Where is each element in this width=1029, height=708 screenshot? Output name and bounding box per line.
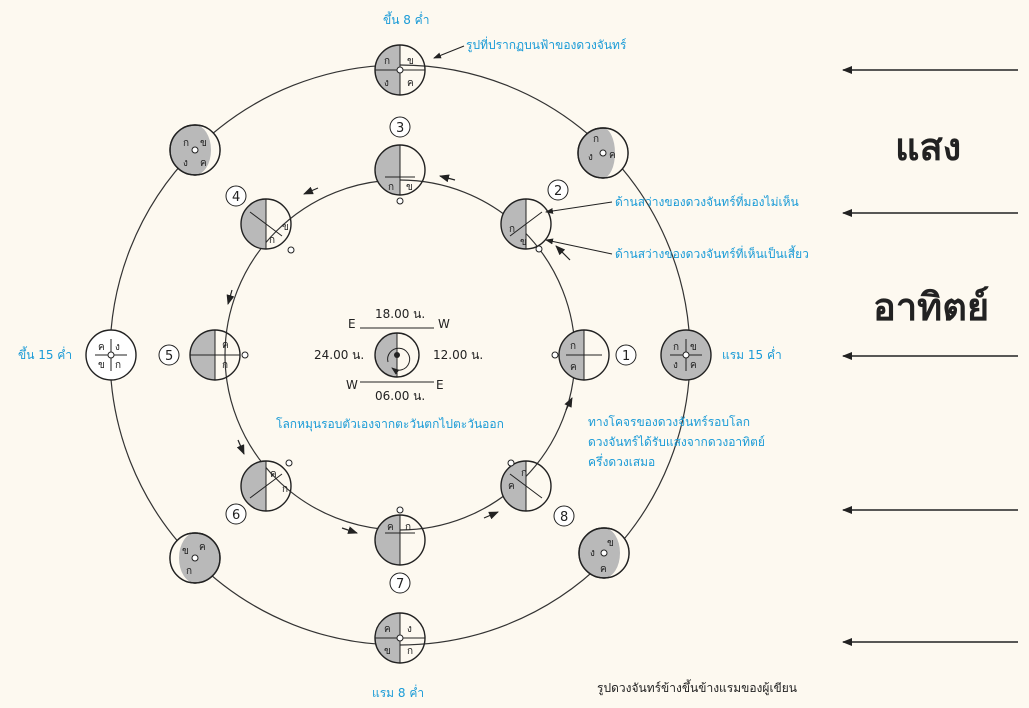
svg-text:ก: ก xyxy=(222,360,228,371)
svg-text:ข: ข xyxy=(182,546,189,557)
label-lit-unseen: ด้านสว่างของดวงจันทร์ที่มองไม่เห็น xyxy=(615,193,799,209)
svg-text:ค: ค xyxy=(508,481,515,492)
sky-moon-lower-left: ข ค ก xyxy=(170,533,220,583)
svg-text:ก: ก xyxy=(115,360,121,371)
earth-time-left: 24.00 น. xyxy=(314,348,364,362)
svg-text:ข: ข xyxy=(98,360,105,371)
earth-time-top: 18.00 น. xyxy=(375,307,425,321)
orbit-moon-5: ค ก xyxy=(190,330,248,380)
orbit-moon-4: ก ข xyxy=(241,199,294,253)
label-orbit-note-3: ครึ่งดวงเสมอ xyxy=(588,453,655,469)
svg-text:ง: ง xyxy=(183,158,188,169)
svg-text:ก: ก xyxy=(269,235,275,246)
svg-text:ค: ค xyxy=(570,362,577,373)
earth-dir-bottom-w: W xyxy=(346,378,358,392)
svg-text:ง: ง xyxy=(588,152,593,163)
svg-text:ค: ค xyxy=(407,78,414,89)
svg-text:ข: ข xyxy=(520,237,527,248)
label-waxing-8: ขึ้น 8 ค่ำ xyxy=(383,11,429,27)
svg-text:ก: ก xyxy=(183,138,189,149)
sky-moon-lower-right: ง ข ค xyxy=(579,528,629,578)
label-orbit-note-1: ทางโคจรของดวงจันทร์รอบโลก xyxy=(588,415,750,429)
svg-text:ง: ง xyxy=(590,548,595,559)
position-2: 2 xyxy=(554,184,562,199)
orbit-moon-7: ค ก xyxy=(375,507,425,565)
orbit-moon-2: ก ข xyxy=(501,199,551,252)
svg-text:ค: ค xyxy=(270,469,277,480)
svg-text:ค: ค xyxy=(384,624,391,635)
position-1: 1 xyxy=(622,349,630,364)
svg-text:ก: ก xyxy=(570,341,576,352)
label-earth-rotation: โลกหมุนรอบตัวเองจากตะวันตกไปตะวันออก xyxy=(276,417,504,432)
svg-text:ง: ง xyxy=(384,78,389,89)
svg-text:ก: ก xyxy=(407,646,413,657)
svg-text:ข: ข xyxy=(282,222,289,233)
svg-text:ก: ก xyxy=(673,342,679,353)
svg-text:ค: ค xyxy=(387,522,394,533)
position-7: 7 xyxy=(396,577,404,592)
label-waning-15: แรม 15 ค่ำ xyxy=(722,346,782,362)
svg-text:ข: ข xyxy=(200,138,207,149)
earth-time-bottom: 06.00 น. xyxy=(375,389,425,403)
svg-text:ง: ง xyxy=(115,342,120,353)
svg-text:ข: ข xyxy=(607,538,614,549)
orbit-moon-6: ค ก xyxy=(241,460,292,511)
sky-moon-upper-left: ก ข ง ค xyxy=(170,125,220,175)
sun-title-line1: แสง xyxy=(895,125,961,169)
position-5: 5 xyxy=(165,349,173,364)
label-waxing-15: ขึ้น 15 ค่ำ xyxy=(18,346,72,362)
earth-dir-bottom-e: E xyxy=(436,378,444,392)
svg-text:ก: ก xyxy=(186,566,192,577)
orbit-moon-8: ค ก xyxy=(501,460,551,511)
orbit-moon-1: ก ค xyxy=(552,330,609,380)
svg-text:ค: ค xyxy=(609,150,616,161)
label-waning-8: แรม 8 ค่ำ xyxy=(372,684,424,700)
sun-title-line2: อาทิตย์ xyxy=(873,285,989,329)
sky-moon-waxing-15: ค ง ข ก xyxy=(86,330,136,380)
svg-text:ข: ข xyxy=(406,182,413,193)
svg-text:ค: ค xyxy=(199,542,206,553)
svg-text:ค: ค xyxy=(98,342,105,353)
position-4: 4 xyxy=(232,190,240,205)
svg-text:ง: ง xyxy=(407,624,412,635)
svg-text:ข: ข xyxy=(690,342,697,353)
svg-text:ก: ก xyxy=(388,182,394,193)
earth xyxy=(360,328,434,382)
svg-text:ข: ข xyxy=(384,646,391,657)
sky-moon-waning-8: ค ง ข ก xyxy=(375,613,425,663)
label-author-note: รูปดวงจันทร์ข้างขึ้นข้างแรมของผู้เขียน xyxy=(597,679,797,696)
svg-text:ง: ง xyxy=(673,360,678,371)
svg-text:ค: ค xyxy=(600,564,607,575)
label-lit-seen-crescent: ด้านสว่างของดวงจันทร์ที่เห็นเป็นเสี้ยว xyxy=(615,245,809,261)
svg-text:ก: ก xyxy=(405,522,411,533)
svg-text:ค: ค xyxy=(690,360,697,371)
sky-moon-upper-right: ก ค ง xyxy=(578,128,628,178)
earth-time-right: 12.00 น. xyxy=(433,348,483,362)
earth-dir-top-e: E xyxy=(348,317,356,331)
earth-dir-top-w: W xyxy=(438,317,450,331)
svg-text:ข: ข xyxy=(407,56,414,67)
sky-moon-waxing-8: ก ข ง ค xyxy=(375,45,425,95)
svg-text:ค: ค xyxy=(222,340,229,351)
sky-moon-waning-15: ก ข ง ค xyxy=(661,330,711,380)
position-3: 3 xyxy=(396,121,404,136)
svg-text:ก: ก xyxy=(593,134,599,145)
svg-text:ก: ก xyxy=(384,56,390,67)
svg-text:ก: ก xyxy=(521,468,527,479)
svg-text:ก: ก xyxy=(509,224,515,235)
position-6: 6 xyxy=(232,508,240,523)
svg-text:ค: ค xyxy=(200,158,207,169)
orbit-moon-3: ก ข xyxy=(375,145,425,204)
svg-text:ก: ก xyxy=(282,484,288,495)
position-8: 8 xyxy=(560,510,568,525)
label-orbit-note-2: ดวงจันทร์ได้รับแสงจากดวงอาทิตย์ xyxy=(588,435,765,449)
label-sky-appearance: รูปที่ปรากฏบนฟ้าของดวงจันทร์ xyxy=(466,36,627,53)
